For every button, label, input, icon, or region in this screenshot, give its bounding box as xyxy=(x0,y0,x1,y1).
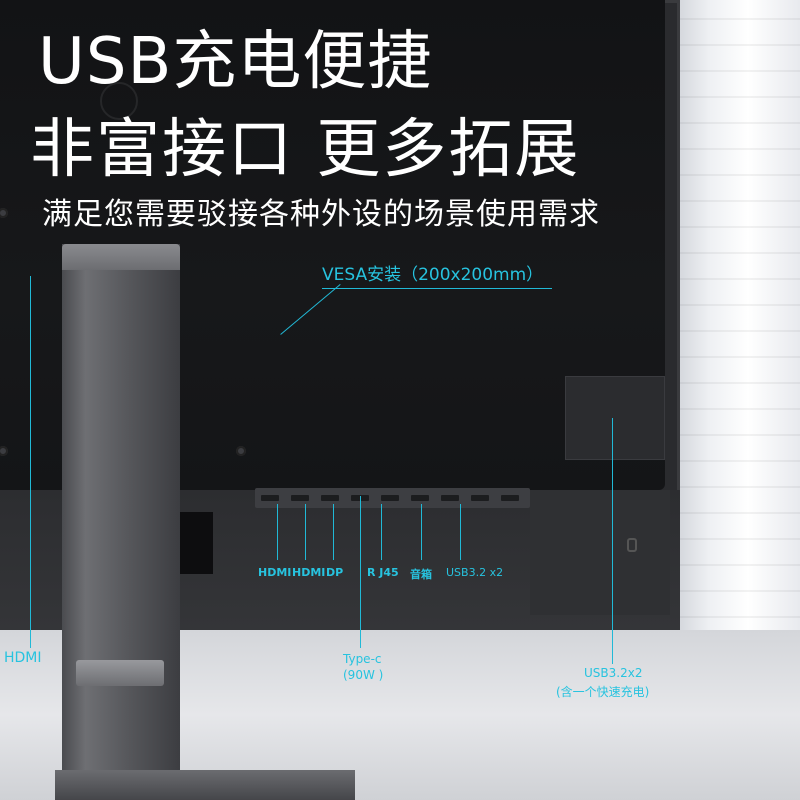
stand-top xyxy=(62,244,180,270)
port-line-hdmi2 xyxy=(305,504,306,560)
stand-side-block xyxy=(178,512,213,574)
headline-subtitle: 非富接口 更多拓展 xyxy=(30,113,581,187)
usb-side-label: USB3.2x2 xyxy=(584,666,643,680)
port-line-usb xyxy=(460,504,461,560)
headline-title: USB充电便捷 xyxy=(38,25,433,99)
usb-side-line xyxy=(612,418,613,664)
monitor-stand xyxy=(62,244,180,800)
port-label-hdmi2: HDMI xyxy=(292,566,326,579)
stand-base xyxy=(55,770,355,800)
cable-clip xyxy=(76,660,164,686)
port-line-audio xyxy=(421,504,422,560)
port-label-dp: DP xyxy=(326,566,344,579)
port-line-typec xyxy=(360,496,361,648)
screw-icon xyxy=(0,446,8,456)
screw-icon xyxy=(0,208,8,218)
brand-logo-icon xyxy=(100,82,138,120)
usb-side-sublabel: (含一个快速充电) xyxy=(556,685,650,699)
hdmi-side-line xyxy=(30,276,31,648)
port-line-rj45 xyxy=(381,504,382,560)
usb-port-panel xyxy=(565,376,665,460)
hdmi-side-label: HDMI xyxy=(4,650,42,666)
typec-power-label: (90W ) xyxy=(343,668,384,682)
screw-icon xyxy=(236,446,246,456)
vesa-label: VESA安装（200x200mm） xyxy=(322,265,544,285)
port-label-rj45: R J45 xyxy=(367,566,399,579)
port-line-hdmi1 xyxy=(277,504,278,560)
port-label-audio: 音箱 xyxy=(410,568,432,581)
screw-icon xyxy=(236,214,246,224)
port-label-usb: USB3.2 x2 xyxy=(446,566,504,579)
vesa-underline xyxy=(322,288,552,289)
port-label-hdmi1: HDMI xyxy=(258,566,292,579)
typec-label: Type-c xyxy=(343,652,382,666)
monitor-side-step xyxy=(530,490,670,615)
lock-slot-icon xyxy=(627,538,637,552)
port-line-dp xyxy=(333,504,334,560)
headline-description: 满足您需要驳接各种外设的场景使用需求 xyxy=(42,197,600,232)
port-strip xyxy=(255,488,530,508)
